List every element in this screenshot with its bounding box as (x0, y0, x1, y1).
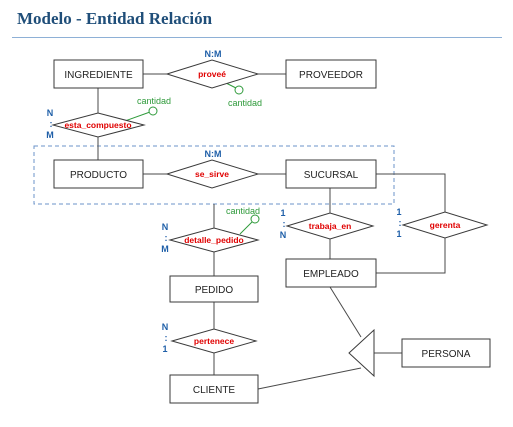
line-gerenta-empleado (376, 237, 446, 274)
svg-text::: : (399, 218, 402, 228)
svg-text:PEDIDO: PEDIDO (195, 285, 234, 296)
svg-text:proveé: proveé (198, 69, 226, 79)
svg-text:N: N (162, 322, 169, 332)
line-cliente-persona (257, 367, 362, 390)
svg-text:cantidad: cantidad (226, 206, 260, 216)
cardinality-provee: N:M (205, 49, 222, 59)
svg-text:se_sirve: se_sirve (195, 169, 229, 179)
connectors (97, 73, 446, 390)
svg-text:CLIENTE: CLIENTE (193, 385, 236, 396)
svg-text:SUCURSAL: SUCURSAL (304, 170, 359, 181)
line-sucursal-gerenta (376, 173, 446, 212)
svg-text:1: 1 (396, 229, 401, 239)
cardinality-trabaja-en: 1 : N (280, 208, 287, 240)
cardinality-gerenta: 1 : 1 (396, 207, 401, 239)
entity-cliente: CLIENTE (169, 374, 259, 404)
entity-pedido: PEDIDO (169, 275, 259, 303)
entity-persona: PERSONA (401, 338, 491, 368)
svg-text:1: 1 (280, 208, 285, 218)
entity-proveedor: PROVEEDOR (285, 59, 377, 89)
svg-text:pertenece: pertenece (194, 336, 234, 346)
attribute-esta-compuesto: cantidad (124, 96, 171, 122)
svg-text:esta_compuesto: esta_compuesto (64, 120, 131, 130)
svg-text::: : (165, 333, 168, 343)
svg-text:cantidad: cantidad (137, 96, 171, 106)
svg-text:PROVEEDOR: PROVEEDOR (299, 70, 363, 81)
cardinality-se-sirve: N:M (205, 149, 222, 159)
relationship-se-sirve: se_sirve (165, 159, 260, 189)
svg-text:N: N (162, 222, 169, 232)
title-underline (12, 37, 502, 38)
svg-text:trabaja_en: trabaja_en (309, 221, 352, 231)
svg-text:N: N (280, 230, 287, 240)
relationship-detalle-pedido: detalle_pedido (168, 227, 260, 253)
relationship-esta-compuesto: esta_compuesto (51, 112, 146, 138)
svg-text:PRODUCTO: PRODUCTO (70, 170, 127, 181)
svg-text:gerenta: gerenta (430, 220, 461, 230)
svg-text:detalle_pedido: detalle_pedido (184, 235, 244, 245)
svg-text:cantidad: cantidad (228, 98, 262, 108)
cardinality-esta-compuesto: N : M (46, 108, 54, 140)
svg-text:1: 1 (162, 344, 167, 354)
attribute-detalle-pedido: cantidad (226, 206, 260, 235)
entity-ingrediente: INGREDIENTE (53, 59, 144, 89)
entity-empleado: EMPLEADO (285, 258, 377, 288)
attribute-provee: cantidad (223, 81, 262, 108)
svg-text:N: N (47, 108, 54, 118)
inheritance-triangle (348, 328, 375, 378)
cardinality-pertenece: N : 1 (162, 322, 169, 354)
svg-text:PERSONA: PERSONA (422, 349, 471, 360)
page-title: Modelo - Entidad Relación (17, 9, 213, 28)
relationship-gerenta: gerenta (401, 211, 489, 239)
cardinality-detalle-pedido: N : M (161, 222, 169, 254)
svg-text::: : (50, 119, 53, 129)
svg-text:1: 1 (396, 207, 401, 217)
svg-text::: : (165, 233, 168, 243)
relationship-pertenece: pertenece (170, 328, 258, 354)
line-empleado-persona (329, 286, 362, 338)
svg-text:M: M (46, 130, 54, 140)
entity-sucursal: SUCURSAL (285, 159, 377, 189)
svg-text:EMPLEADO: EMPLEADO (303, 269, 359, 280)
relationship-provee: proveé (165, 59, 260, 89)
svg-text:M: M (161, 244, 169, 254)
entity-producto: PRODUCTO (53, 159, 144, 189)
svg-text:INGREDIENTE: INGREDIENTE (64, 70, 133, 81)
svg-text::: : (283, 219, 286, 229)
relationship-trabaja-en: trabaja_en (285, 212, 375, 240)
